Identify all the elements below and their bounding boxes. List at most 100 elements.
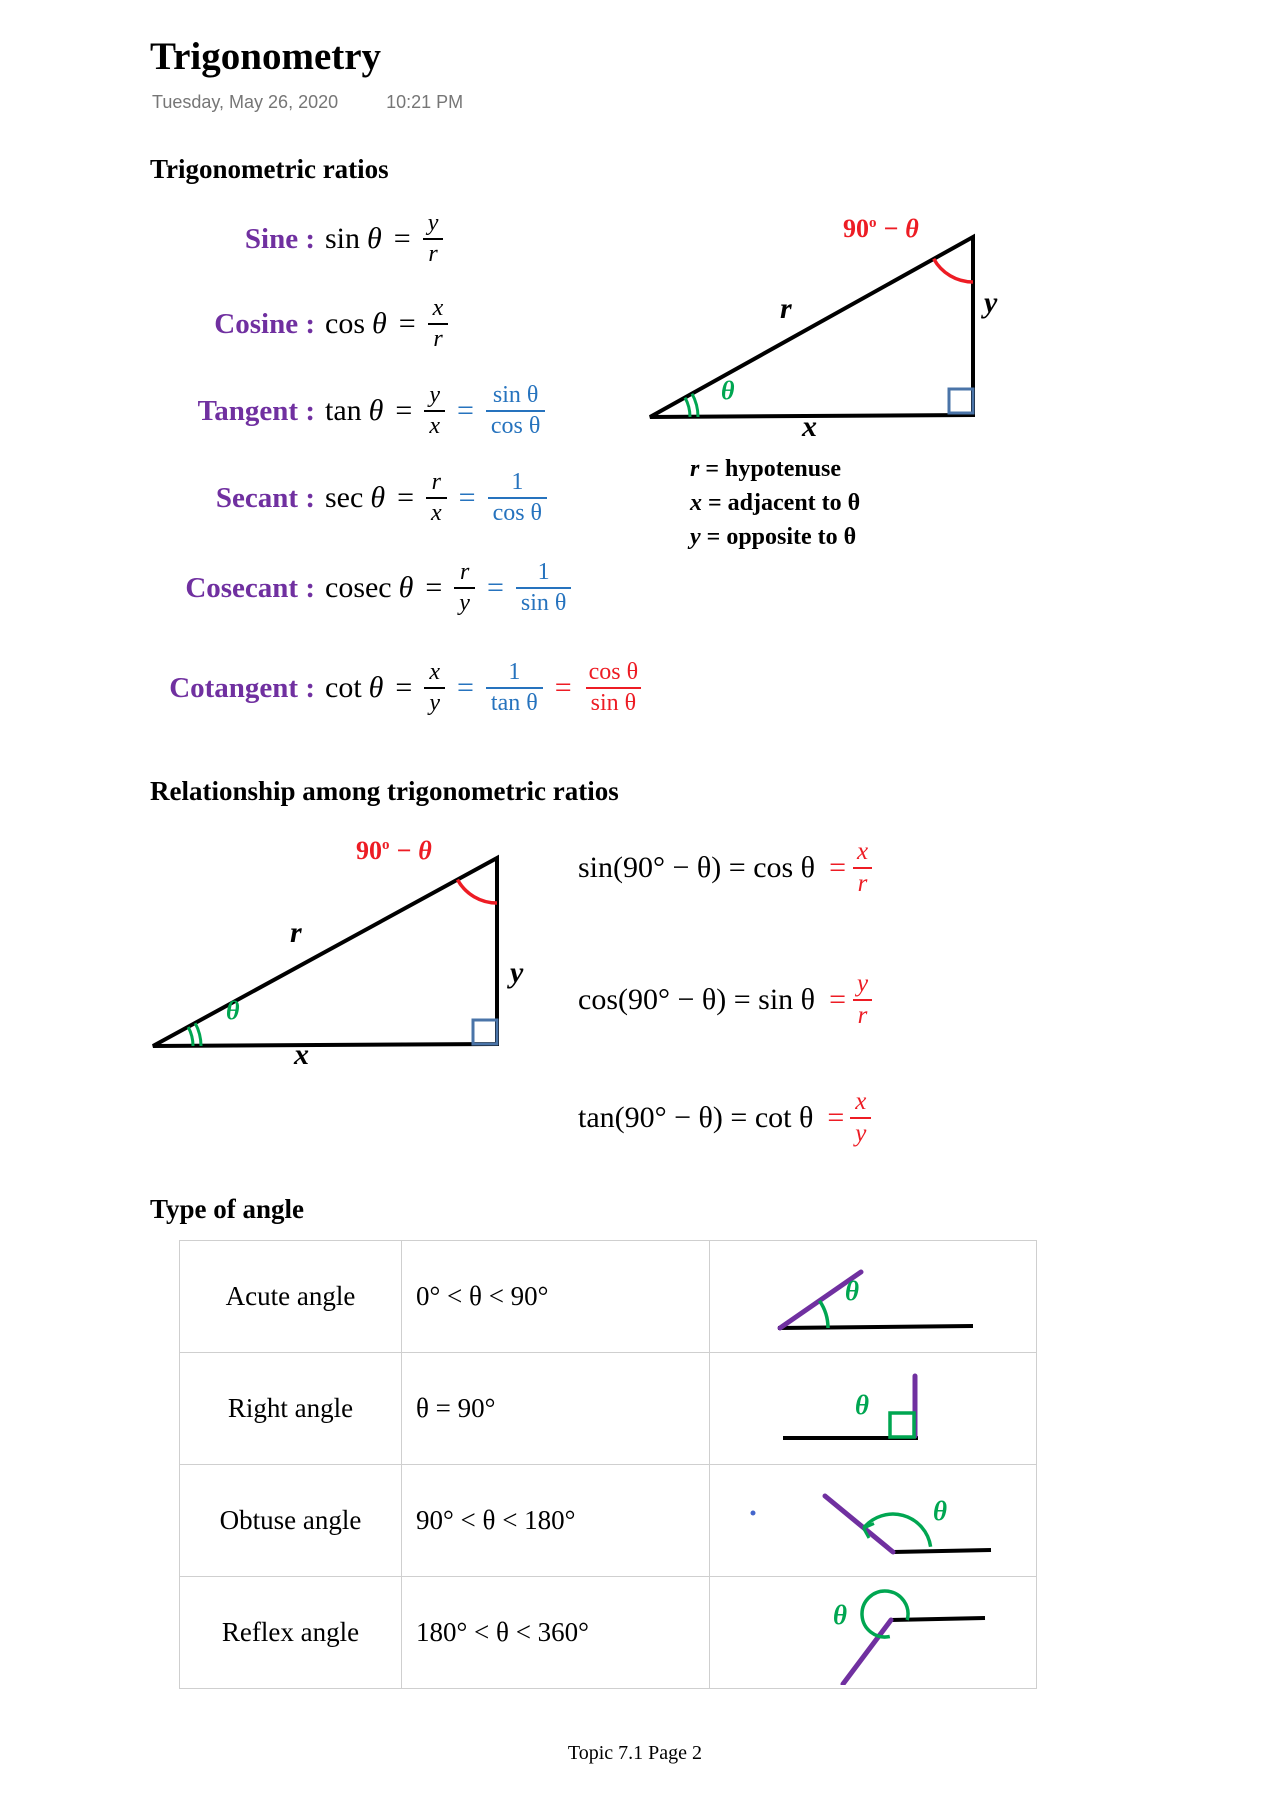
- right-triangle-diagram-1: [649, 233, 975, 419]
- denominator: r: [423, 237, 443, 269]
- ratio-label: Cosecant :: [185, 571, 315, 604]
- complement-angle-label: 90o − θ: [843, 214, 919, 243]
- numerator: cos θ: [588, 659, 639, 685]
- identity-equation: sin(90° − θ) = cos θ: [578, 851, 816, 885]
- equals-sign: =: [456, 394, 474, 428]
- table-row: Right angle θ = 90° θ: [179, 1352, 1037, 1465]
- angle-diagram-cell: θ: [709, 1464, 1037, 1577]
- equals-sign: =: [486, 571, 504, 605]
- theta-arc-icon: [193, 1022, 203, 1047]
- opposite-side-label: y: [984, 286, 998, 319]
- theta-arc-icon: [683, 396, 692, 418]
- equals-sign: =: [456, 671, 474, 705]
- complement-arc-icon: [455, 878, 498, 905]
- ratio-label: Cotangent :: [169, 671, 315, 704]
- angle-condition: 0° < θ < 90°: [401, 1240, 710, 1353]
- table-row: Acute angle 0° < θ < 90° θ: [179, 1240, 1037, 1353]
- table-row: Obtuse angle 90° < θ < 180° θ: [179, 1464, 1037, 1577]
- denominator: r: [852, 866, 873, 899]
- denominator: tan θ: [485, 686, 543, 718]
- denominator: sin θ: [515, 586, 572, 618]
- numerator: 1: [511, 469, 524, 495]
- theta-arc-icon: [818, 1299, 830, 1329]
- denominator: cos θ: [485, 409, 546, 441]
- denominator: sin θ: [585, 686, 642, 718]
- theta-angle-label: θ: [855, 1390, 869, 1420]
- ratio-label: Sine :: [244, 222, 315, 255]
- equals-sign: =: [397, 481, 414, 515]
- legend-line: y = opposite to θ: [690, 524, 857, 550]
- arrowhead-icon: [862, 1522, 875, 1539]
- base-line: [892, 1548, 992, 1554]
- hypotenuse-label: r: [780, 292, 792, 325]
- theta-symbol: θ: [370, 481, 386, 515]
- function-name: cot: [325, 671, 362, 705]
- triangle-outline: [649, 233, 975, 419]
- right-angle-marker-icon: [471, 1018, 499, 1046]
- adjacent-side-label: x: [802, 410, 817, 443]
- stray-mark: [750, 1510, 756, 1516]
- numerator: 1: [508, 659, 521, 685]
- numerator: y: [427, 210, 439, 236]
- right-triangle-diagram-2: [152, 854, 499, 1048]
- base-line: [777, 1324, 974, 1330]
- numerator: sin θ: [492, 382, 539, 408]
- page-time: 10:21 PM: [386, 92, 464, 112]
- theta-angle-label: θ: [833, 1600, 847, 1630]
- theta-symbol: θ: [398, 571, 414, 605]
- numerator: x: [856, 838, 869, 865]
- theta-arc-icon: [862, 1512, 933, 1547]
- sides-legend: r = hypotenuse x = adjacent to θ y = opp…: [690, 452, 860, 554]
- theta-arc-icon: [690, 392, 700, 418]
- identity-equation: tan(90° − θ) = cot θ: [578, 1101, 814, 1135]
- function-name: tan: [325, 394, 362, 428]
- table-row: Reflex angle 180° < θ < 360° θ: [179, 1576, 1037, 1689]
- angle-name: Obtuse angle: [179, 1464, 402, 1577]
- denominator: r: [428, 322, 448, 354]
- reflex-angle-diagram: θ: [833, 1589, 986, 1685]
- numerator: r: [431, 469, 441, 495]
- angle-condition: θ = 90°: [401, 1352, 710, 1465]
- theta-angle-label: θ: [226, 996, 240, 1025]
- acute-angle-diagram: θ: [777, 1269, 974, 1331]
- equals-sign: =: [395, 394, 413, 428]
- angle-name: Acute angle: [179, 1240, 402, 1353]
- angle-ray: [840, 1617, 894, 1685]
- numerator: x: [855, 1088, 867, 1115]
- page-footer: Topic 7.1 Page 2: [567, 1742, 703, 1764]
- angle-table: Acute angle 0° < θ < 90° θ Right angle θ…: [179, 1240, 1037, 1689]
- complement-angle-label: 90o − θ: [356, 836, 432, 865]
- theta-symbol: θ: [372, 307, 387, 341]
- numerator: 1: [537, 559, 550, 585]
- ratio-label: Secant :: [215, 481, 315, 514]
- equals-sign: =: [395, 671, 413, 705]
- right-angle-marker-icon: [888, 1411, 916, 1439]
- function-name: cos: [325, 307, 365, 341]
- numerator: x: [432, 295, 444, 321]
- equals-sign: =: [827, 1101, 845, 1135]
- equals-sign: =: [425, 571, 443, 605]
- section-heading-relationship: Relationship among trigonometric ratios: [150, 776, 619, 806]
- dateline: Tuesday, May 26, 2020 10:21 PM: [152, 92, 463, 113]
- identity-equation: cos(90° − θ) = sin θ: [578, 983, 816, 1017]
- page-date: Tuesday, May 26, 2020: [152, 92, 339, 112]
- equals-sign: =: [398, 307, 416, 341]
- base-line: [890, 1616, 986, 1622]
